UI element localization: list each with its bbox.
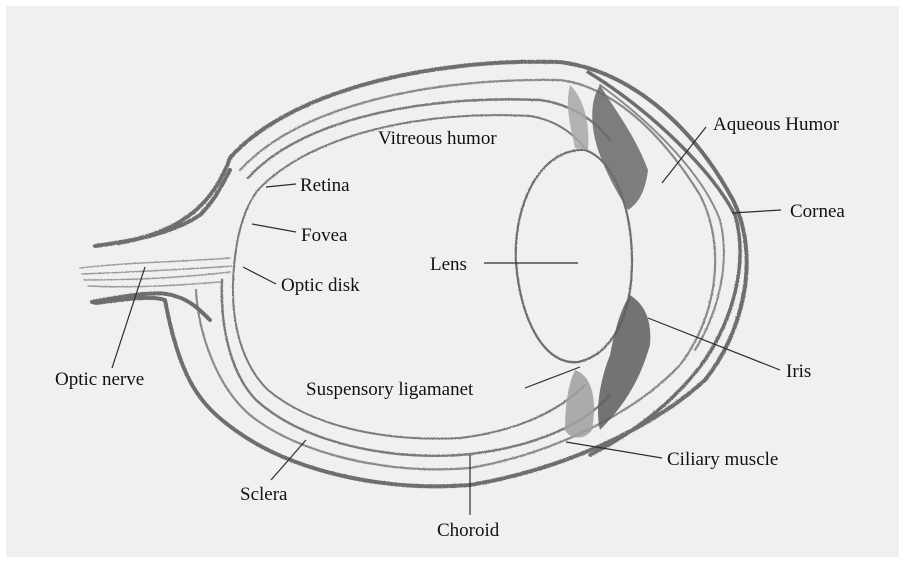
label-lens: Lens — [430, 255, 467, 274]
leader-sclera — [271, 440, 306, 480]
label-iris: Iris — [786, 362, 811, 381]
label-ciliary-muscle: Ciliary muscle — [667, 450, 778, 469]
optic-nerve-fibres — [80, 258, 232, 287]
leader-optic-disk — [243, 267, 276, 284]
label-optic-disk: Optic disk — [281, 276, 360, 295]
label-vitreous-humor: Vitreous humor — [378, 129, 497, 148]
leader-optic-nerve — [112, 267, 145, 368]
leader-iris — [648, 318, 780, 370]
label-fovea: Fovea — [301, 226, 347, 245]
label-optic-nerve: Optic nerve — [55, 370, 144, 389]
iris-shading — [565, 85, 650, 438]
optic-nerve-upper — [95, 170, 230, 246]
leader-fovea — [252, 224, 296, 232]
label-cornea: Cornea — [790, 202, 845, 221]
label-suspensory-ligament: Suspensory ligamanet — [306, 380, 473, 399]
label-aqueous-humor: Aqueous Humor — [713, 115, 839, 134]
label-choroid: Choroid — [437, 521, 499, 540]
label-sclera: Sclera — [240, 485, 287, 504]
leader-retina — [266, 184, 296, 187]
label-retina: Retina — [300, 176, 350, 195]
